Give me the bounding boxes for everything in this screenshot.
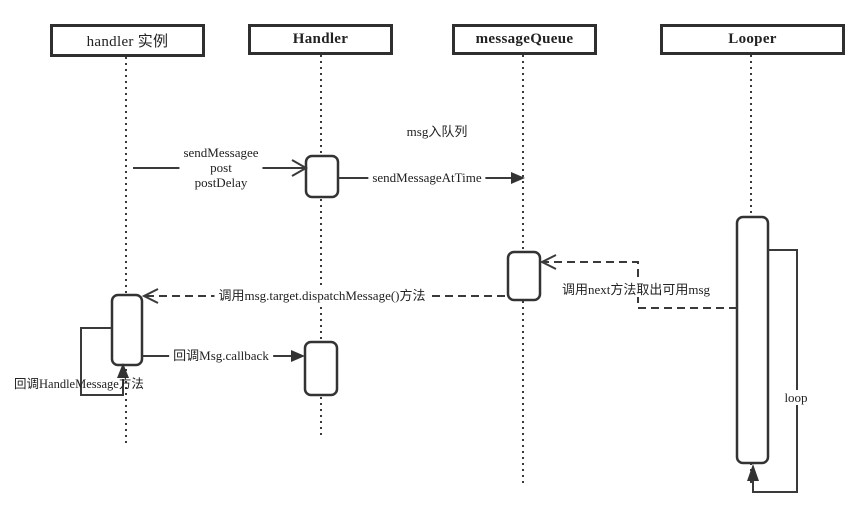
activation-handler-instance xyxy=(110,293,144,367)
arrow-handle-message-loop xyxy=(80,327,124,396)
activation-handler-1 xyxy=(304,154,340,199)
lifeline-head-looper: Looper xyxy=(660,24,845,55)
label-loop: loop xyxy=(782,390,810,405)
arrowhead-call-next xyxy=(539,254,557,270)
lifeline-head-handler-instance: handler 实例 xyxy=(50,24,205,57)
arrowhead-handle-message xyxy=(117,363,129,378)
lifeline-label-handler-instance: handler 实例 xyxy=(86,34,169,50)
arrowhead-msg-callback xyxy=(291,350,305,362)
activation-handler-2 xyxy=(303,340,339,397)
arrowhead-send-message-at-time xyxy=(511,172,525,184)
label-send-message: sendMessagee post postDelay xyxy=(179,145,263,190)
label-msg-callback: 回调Msg.callback xyxy=(169,348,273,363)
lifeline-label-handler: Handler xyxy=(292,31,349,47)
arrowhead-looper-loop xyxy=(747,464,759,481)
label-msg-enqueue: msg入队列 xyxy=(406,124,468,139)
label-handle-message: 回调HandleMessage方法 xyxy=(14,377,144,391)
arrow-looper-loop xyxy=(752,249,798,493)
lifeline-head-handler: Handler xyxy=(248,24,393,55)
activation-message-queue xyxy=(506,250,542,302)
lifeline-head-message-queue: messageQueue xyxy=(452,24,597,55)
activation-looper xyxy=(735,215,770,465)
arrowhead-dispatch-message xyxy=(141,288,159,304)
label-send-message-at-time: sendMessageAtTime xyxy=(368,170,486,185)
lifeline-label-message-queue: messageQueue xyxy=(475,31,574,47)
label-call-next: 调用next方法取出可用msg xyxy=(557,282,715,297)
lifeline-label-looper: Looper xyxy=(728,31,777,47)
arrowhead-send-message xyxy=(291,159,309,177)
label-dispatch-message: 调用msg.target.dispatchMessage()方法 xyxy=(214,288,430,303)
